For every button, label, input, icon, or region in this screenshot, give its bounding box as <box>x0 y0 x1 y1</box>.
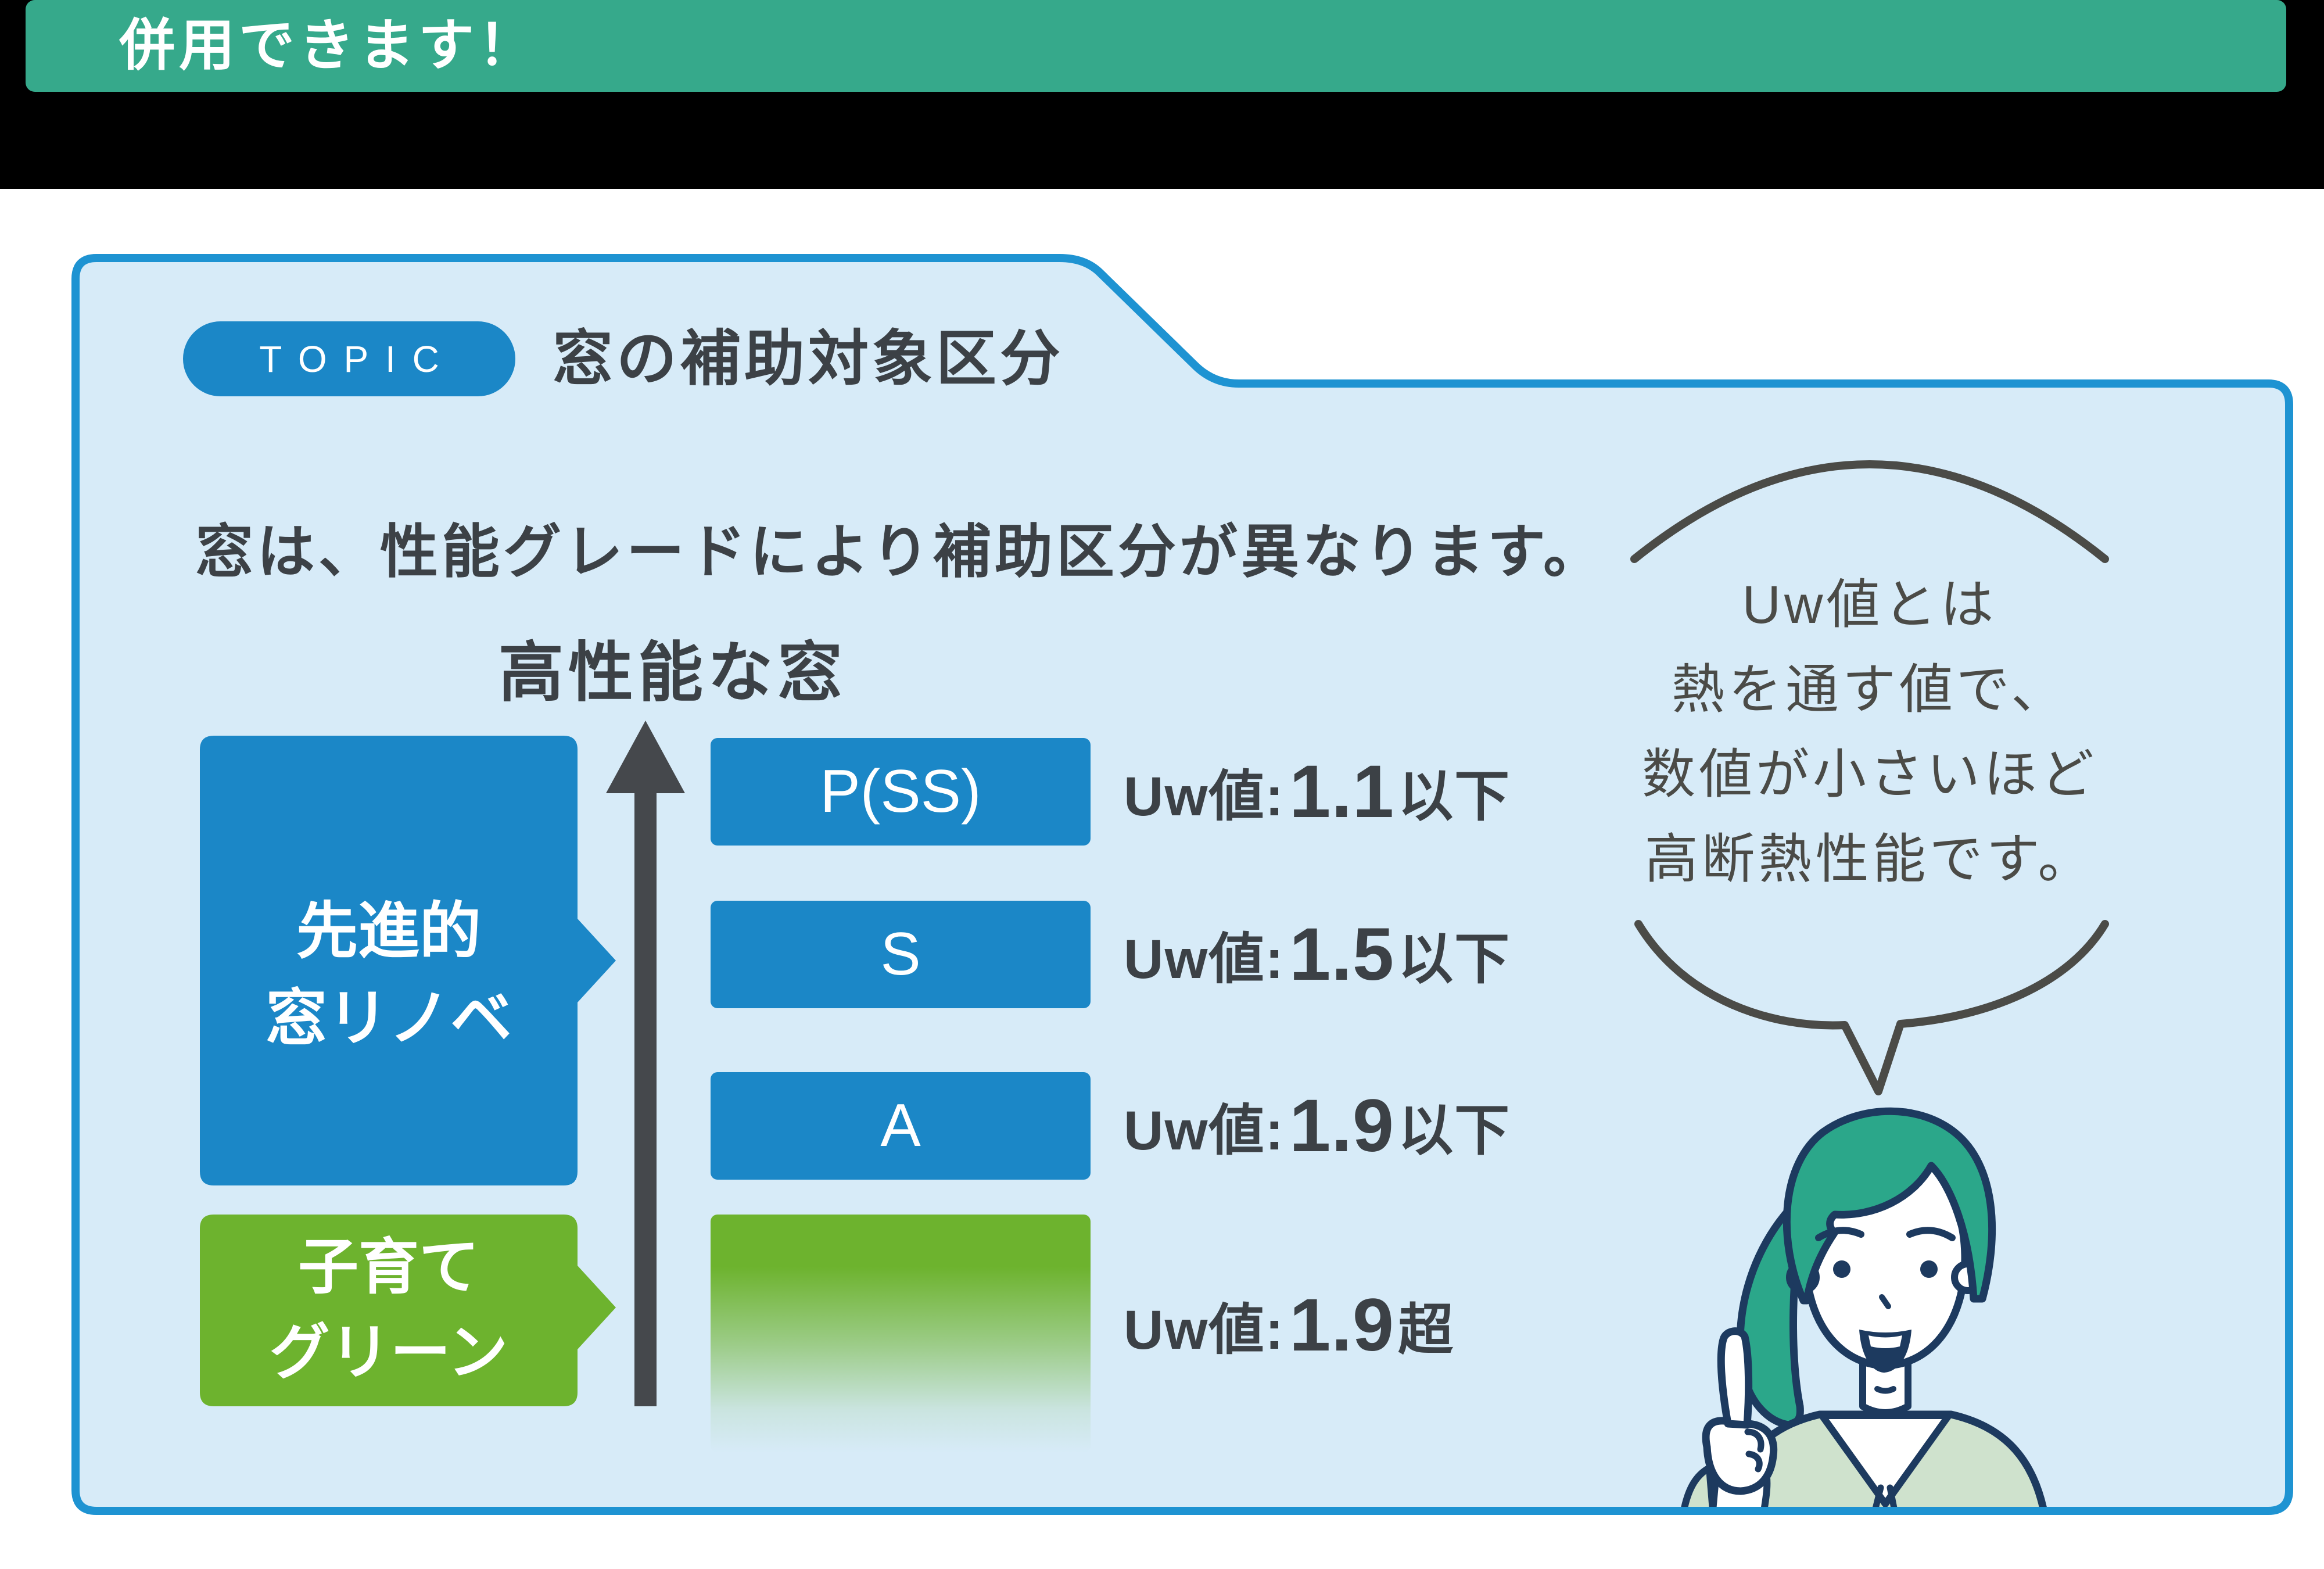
program-label-kosodate: 子育て グリーン <box>200 1215 578 1406</box>
speech-bubble-line: Uw値とは <box>1742 575 1997 635</box>
speech-bubble-line: 数値が小さいほど <box>1641 745 2097 804</box>
uw-number: 1.5 <box>1289 912 1395 996</box>
uw-prefix: Uw値: <box>1124 1099 1285 1162</box>
compatibility-banner: 併用できます！ <box>26 0 2286 92</box>
woman-fist <box>1702 1417 1778 1495</box>
program-label-line: 先進的 <box>296 897 481 966</box>
uw-number: 1.9 <box>1289 1283 1395 1367</box>
grade-bar-label: S <box>880 920 921 988</box>
uw-suffix: 超 <box>1398 1299 1455 1361</box>
topic-badge: TOPIC <box>183 321 515 396</box>
uw-suffix: 以下 <box>1398 1099 1511 1162</box>
woman-wrist-left-line <box>1709 1475 1719 1507</box>
uw-value-row-3: Uw値: 1.9 以下 <box>1124 1084 1511 1167</box>
blouse-tie-right <box>1887 1484 1898 1507</box>
uw-suffix: 以下 <box>1398 928 1511 990</box>
panel-title: 窓の補助対象区分 <box>553 325 1064 393</box>
uw-value-row-4: Uw値: 1.9 超 <box>1124 1283 1455 1367</box>
woman-eye-left <box>1833 1260 1850 1278</box>
program-label-line: グリーン <box>269 1319 508 1387</box>
uw-number: 1.9 <box>1289 1084 1395 1167</box>
speech-bubble-line: 高断熱性能です。 <box>1644 830 2095 889</box>
grade-bar-label: P(SS) <box>820 758 981 825</box>
grade-bar-a: A <box>711 1072 1091 1180</box>
woman-eye-right <box>1920 1260 1938 1278</box>
woman-sleeve <box>1681 1464 1716 1507</box>
uw-value-row-1: Uw値: 1.1 以下 <box>1124 750 1511 833</box>
program-label-renovation: 先進的 窓リノベ <box>200 736 578 1185</box>
program-label-line: 子育て <box>297 1234 479 1301</box>
program-label-line: 窓リノベ <box>266 984 512 1053</box>
banner-label: 併用できます！ <box>119 15 538 77</box>
uw-prefix: Uw値: <box>1124 928 1285 990</box>
topic-badge-label: TOPIC <box>259 338 456 380</box>
grade-bar-s: S <box>711 901 1091 1008</box>
uw-prefix: Uw値: <box>1124 1299 1285 1361</box>
woman-chin-line <box>1874 1386 1896 1394</box>
axis-label: 高性能な窓 <box>498 636 847 709</box>
grade-bar-label: A <box>880 1092 921 1159</box>
grade-bar-pss: P(SS) <box>711 738 1091 846</box>
uw-prefix: Uw値: <box>1124 765 1285 828</box>
uw-number: 1.1 <box>1289 750 1395 833</box>
speech-bubble-line: 熱を通す値で、 <box>1671 660 2068 719</box>
uw-suffix: 以下 <box>1398 765 1511 828</box>
woman-index-finger <box>1717 1327 1753 1429</box>
panel-description: 窓は、性能グレードにより補助区分が異なります。 <box>195 520 1605 585</box>
grade-bar-below-threshold <box>711 1215 1091 1453</box>
speech-bubble-text: Uw値とは 熱を通す値で、 数値が小さいほど 高断熱性能です。 <box>1637 563 2102 902</box>
uw-value-row-2: Uw値: 1.5 以下 <box>1124 912 1511 996</box>
